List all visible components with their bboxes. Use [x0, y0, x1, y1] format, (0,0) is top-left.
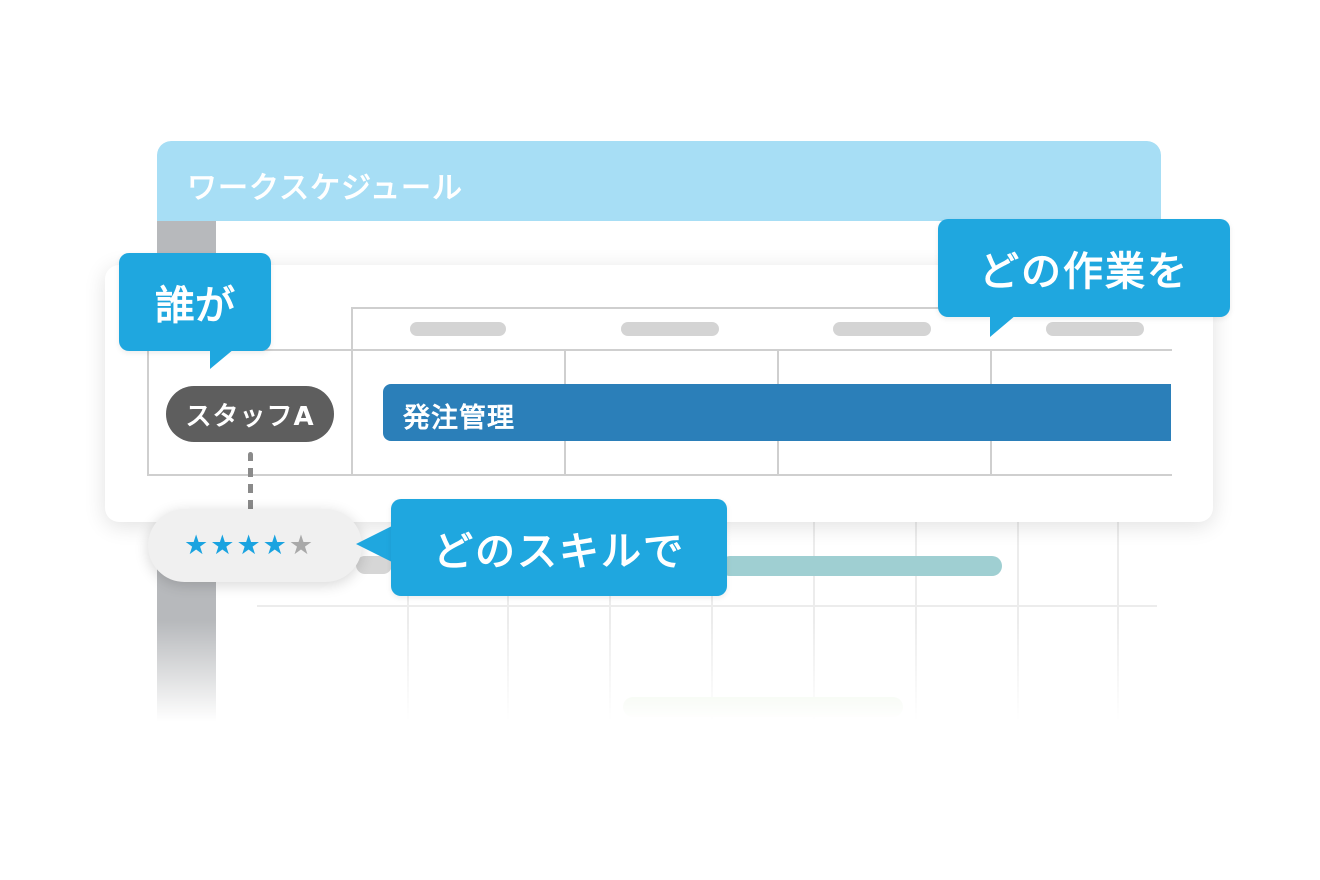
- faded-task-bar: [623, 697, 903, 717]
- window-title: ワークスケジュール: [187, 171, 463, 206]
- callout-skill: どのスキルで: [391, 499, 727, 596]
- grid-line: [351, 307, 353, 476]
- grid-line: [609, 521, 611, 741]
- grid-line: [711, 521, 713, 741]
- callout-skill-text: どのスキルで: [433, 528, 685, 575]
- star-icon: ★: [262, 530, 287, 561]
- column-header-placeholder: [410, 322, 506, 336]
- grid-line: [352, 307, 1172, 309]
- skill-rating: ★ ★ ★ ★ ★: [148, 509, 362, 582]
- callout-tail: [356, 526, 392, 562]
- background-grid: [257, 501, 1157, 741]
- grid-line: [407, 521, 409, 741]
- callout-what-text: どの作業を: [979, 249, 1189, 295]
- window-titlebar: ワークスケジュール: [157, 141, 1161, 221]
- callout-what: どの作業を: [938, 219, 1230, 317]
- background-task-bar: [720, 556, 1002, 576]
- callout-tail: [990, 315, 1016, 337]
- grid-line: [915, 521, 917, 741]
- column-header-placeholder: [621, 322, 719, 336]
- dotted-connector: [248, 452, 253, 514]
- task-label: 発注管理: [403, 403, 515, 434]
- grid-line: [1117, 521, 1119, 741]
- staff-name-badge[interactable]: スタッフA: [166, 386, 334, 442]
- task-bar[interactable]: 発注管理: [383, 384, 1171, 441]
- star-icon: ★: [288, 530, 314, 561]
- star-icon: ★: [236, 530, 261, 561]
- grid-line: [257, 605, 1157, 607]
- grid-line: [147, 349, 149, 476]
- callout-who-text: 誰が: [155, 283, 235, 329]
- grid-line: [147, 474, 1172, 476]
- star-icon: ★: [210, 530, 235, 561]
- grid-line: [1017, 521, 1019, 741]
- grid-line: [147, 349, 1172, 351]
- callout-tail: [210, 349, 234, 369]
- grid-line: [813, 521, 815, 741]
- column-header-placeholder: [833, 322, 931, 336]
- star-icon: ★: [184, 530, 209, 561]
- grid-line: [507, 521, 509, 741]
- callout-who: 誰が: [119, 253, 271, 351]
- column-header-placeholder: [1046, 322, 1144, 336]
